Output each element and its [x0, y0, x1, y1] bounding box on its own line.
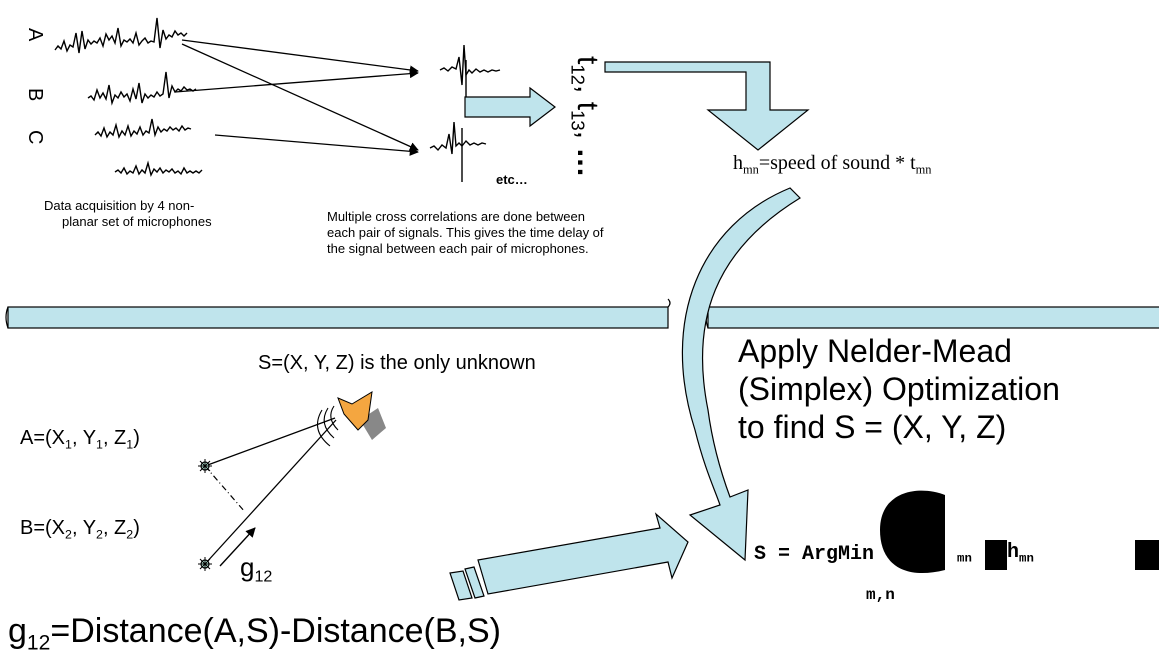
waveform-b [87, 71, 197, 106]
argmin-prefix: S = ArgMin [754, 543, 875, 566]
speaker-icon [316, 391, 386, 447]
argmin-subscript: m,n [866, 586, 895, 604]
dash-dot-guide [204, 465, 246, 513]
block-arrow-to-argmin [449, 512, 689, 601]
divider-left [5, 298, 671, 329]
time-delay-list: t12, t13, … [567, 56, 605, 178]
arrow-c-to-xcorr2 [214, 134, 419, 156]
mic-a-icon [198, 459, 212, 473]
mic-label-c: C [24, 130, 46, 145]
optimization-text: Apply Nelder-Mead (Simplex) Optimization… [738, 333, 1060, 445]
waveform-c [94, 118, 192, 140]
mic-b-coords: B=(X2, Y2, Z2) [20, 517, 140, 542]
waveform-a [54, 17, 188, 54]
g12-equation: g12=Distance(A,S)-Distance(B,S) [8, 612, 502, 655]
pairing-arrows [174, 39, 419, 156]
unknown-label: S=(X, Y, Z) is the only unknown [258, 352, 536, 374]
g12-label: g12 [240, 552, 273, 586]
arrow-a-to-xcorr2 [181, 43, 419, 151]
g12-arrow [219, 527, 256, 567]
waveform-d [114, 160, 203, 178]
block-arrow-to-delays [464, 86, 556, 128]
xcorr-signal-1 [439, 44, 501, 86]
divider-right [705, 306, 1159, 329]
line-a-to-source [204, 417, 336, 467]
argmin-g-fragment: gmn [957, 551, 972, 566]
waveform-group [54, 17, 501, 182]
mic-label-a: A [24, 28, 46, 42]
geometry-sketch [198, 391, 386, 571]
arrow-b-to-xcorr1 [174, 69, 419, 93]
equation-glyph-fragments [880, 490, 1159, 574]
distance-formula: hmn=speed of sound * tmn [733, 152, 932, 177]
curved-arrow-to-optimization [681, 187, 801, 562]
mic-a-coords: A=(X1, Y1, Z1) [20, 427, 140, 452]
argmin-h-fragment: hmn [1007, 541, 1034, 566]
etc-label: etc… [496, 172, 528, 187]
arrow-a-to-xcorr1 [181, 39, 419, 75]
correlation-caption: Multiple cross correlations are done bet… [327, 209, 604, 256]
mic-b-icon [198, 557, 212, 571]
line-b-to-source [204, 419, 337, 565]
xcorr-signal-2 [429, 121, 487, 155]
mic-label-b: B [24, 88, 46, 102]
elbow-arrow-to-formula [604, 61, 810, 151]
acquisition-caption: Data acquisition by 4 non- planar set of… [44, 198, 212, 229]
